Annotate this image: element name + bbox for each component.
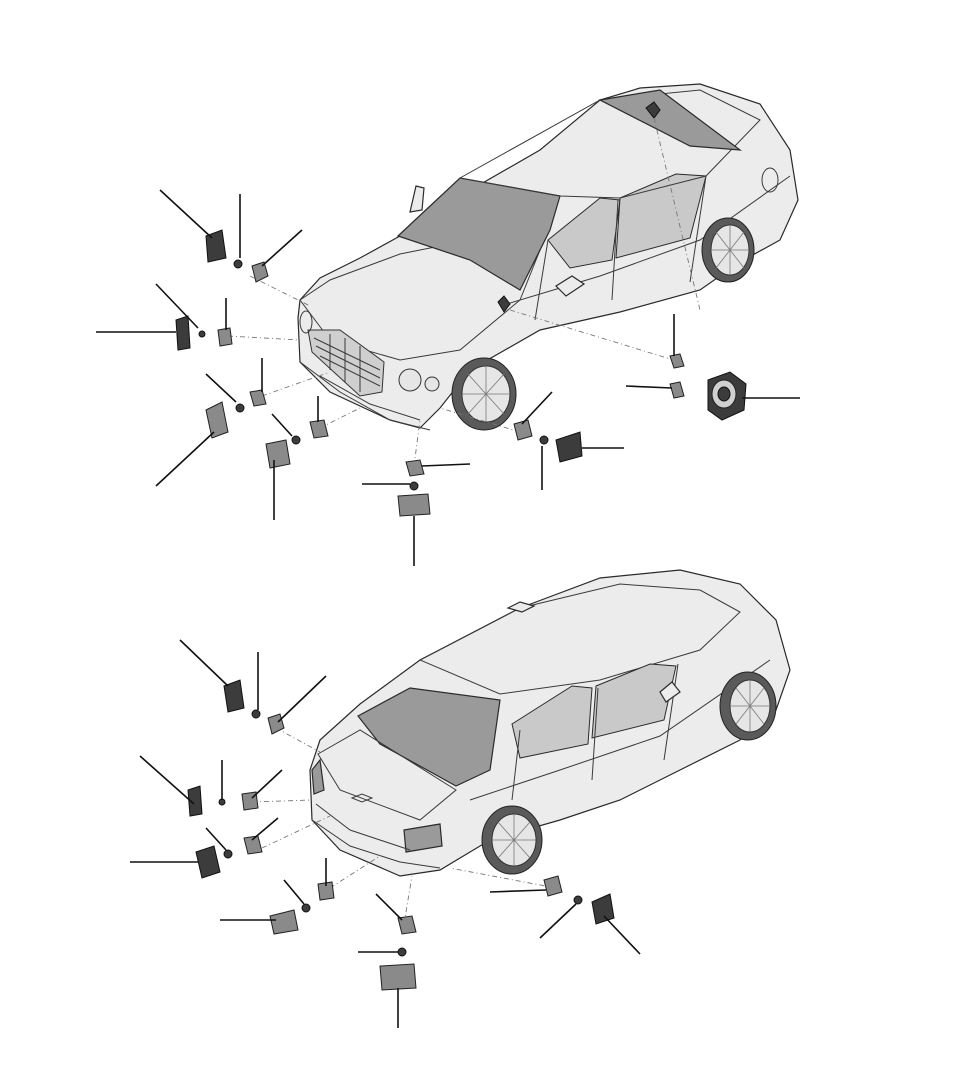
front-view-parts bbox=[175, 229, 747, 517]
front-view-dash-lines bbox=[227, 117, 701, 467]
rear-view-leader-lines bbox=[130, 639, 641, 1028]
rear-car-badge bbox=[350, 793, 374, 803]
front-car-grille-mesh bbox=[313, 334, 381, 392]
sensor-body-rear-center bbox=[397, 915, 417, 935]
rear-car-front-wheel bbox=[719, 671, 777, 741]
sensor-body-rear-1 bbox=[267, 713, 285, 735]
sensor-ring-front-center bbox=[409, 481, 419, 491]
front-car-front-wheel bbox=[451, 357, 517, 431]
side-camera-marker bbox=[497, 295, 511, 313]
sensor-ring-rear-1 bbox=[251, 709, 261, 719]
front-car-grille bbox=[307, 329, 385, 397]
sensor-ring-front-3 bbox=[235, 403, 245, 413]
sensor-bracket-front-3 bbox=[205, 401, 229, 439]
front-car-mirror bbox=[555, 275, 586, 297]
sensor-bracket-front-center bbox=[397, 493, 431, 517]
sensor-body-rear-4 bbox=[317, 881, 335, 901]
rear-car-trunk bbox=[317, 729, 457, 821]
sensor-ring-rear-3 bbox=[223, 849, 233, 859]
sensor-body-front-3 bbox=[249, 389, 267, 407]
rear-car-mirror bbox=[659, 681, 681, 703]
rear-car-roof bbox=[418, 583, 741, 695]
sensor-bracket-rear-3 bbox=[195, 845, 221, 879]
front-car-side-window-rear bbox=[615, 173, 707, 259]
sensor-ring-rear-center bbox=[397, 947, 407, 957]
front-view-car bbox=[297, 83, 799, 431]
sensor-bracket-rear-center bbox=[379, 963, 417, 991]
rear-car-side-crease bbox=[469, 659, 771, 801]
front-car-side-crease bbox=[499, 175, 791, 307]
front-car-tail-light bbox=[761, 167, 779, 193]
sensor-ring-rear-right bbox=[573, 895, 583, 905]
sensor-body-front-1 bbox=[251, 261, 269, 283]
sensor-clip-rear-b bbox=[669, 381, 685, 399]
front-view-leader-lines bbox=[96, 189, 800, 566]
sensor-clip-rear-a bbox=[669, 353, 685, 369]
sensor-bracket-rear-right bbox=[591, 893, 615, 925]
rear-car-tail-light-left bbox=[311, 758, 325, 795]
sensor-body-front-4 bbox=[309, 419, 329, 439]
front-car-headlight-right-1 bbox=[398, 368, 422, 392]
front-car-headlight-left bbox=[299, 310, 313, 334]
front-car-bumper bbox=[299, 361, 431, 431]
sensor-body-rear-right bbox=[543, 875, 563, 897]
rear-view-dash-lines bbox=[251, 727, 557, 925]
sensor-body-rear-3 bbox=[243, 835, 263, 855]
sensor-body-front-right bbox=[513, 419, 533, 441]
front-car-antenna bbox=[409, 185, 425, 213]
rear-car-rear-window bbox=[357, 687, 501, 787]
rear-car-side-window-rear bbox=[511, 685, 593, 759]
rear-car-bumper bbox=[311, 803, 441, 869]
sensor-body-front-center bbox=[405, 459, 425, 477]
sensor-body-front-2 bbox=[217, 327, 233, 347]
sensor-ring-front-4 bbox=[291, 435, 301, 445]
front-car-rear-wheel bbox=[701, 217, 755, 283]
sensor-bracket-rear-1 bbox=[223, 679, 245, 713]
rear-view-car bbox=[309, 569, 791, 877]
rear-car-antenna bbox=[506, 601, 536, 613]
front-car-door-lines bbox=[534, 175, 707, 321]
sensor-ring-front-2 bbox=[198, 330, 206, 338]
sensor-ring-rear-4 bbox=[301, 903, 311, 913]
sensor-bracket-rear-2 bbox=[187, 785, 203, 817]
front-car-headlight-right-2 bbox=[424, 376, 440, 392]
rear-car-rear-wheel bbox=[481, 805, 543, 875]
rear-car-door-lines bbox=[511, 663, 679, 801]
sensor-bracket-rear-4 bbox=[269, 909, 299, 935]
front-car-rear-window bbox=[598, 89, 743, 151]
sensor-bracket-front-2 bbox=[175, 315, 191, 351]
sensor-bracket-front-4 bbox=[265, 439, 291, 469]
rear-car-tail-light-right bbox=[403, 823, 443, 853]
sensor-ring-front-right bbox=[539, 435, 549, 445]
sensor-bracket-front-right bbox=[555, 431, 583, 463]
roof-sensor-marker bbox=[645, 101, 661, 119]
sensor-ring-front-1 bbox=[233, 259, 243, 269]
sounder-unit bbox=[707, 371, 747, 421]
rear-view-parts bbox=[187, 679, 615, 991]
